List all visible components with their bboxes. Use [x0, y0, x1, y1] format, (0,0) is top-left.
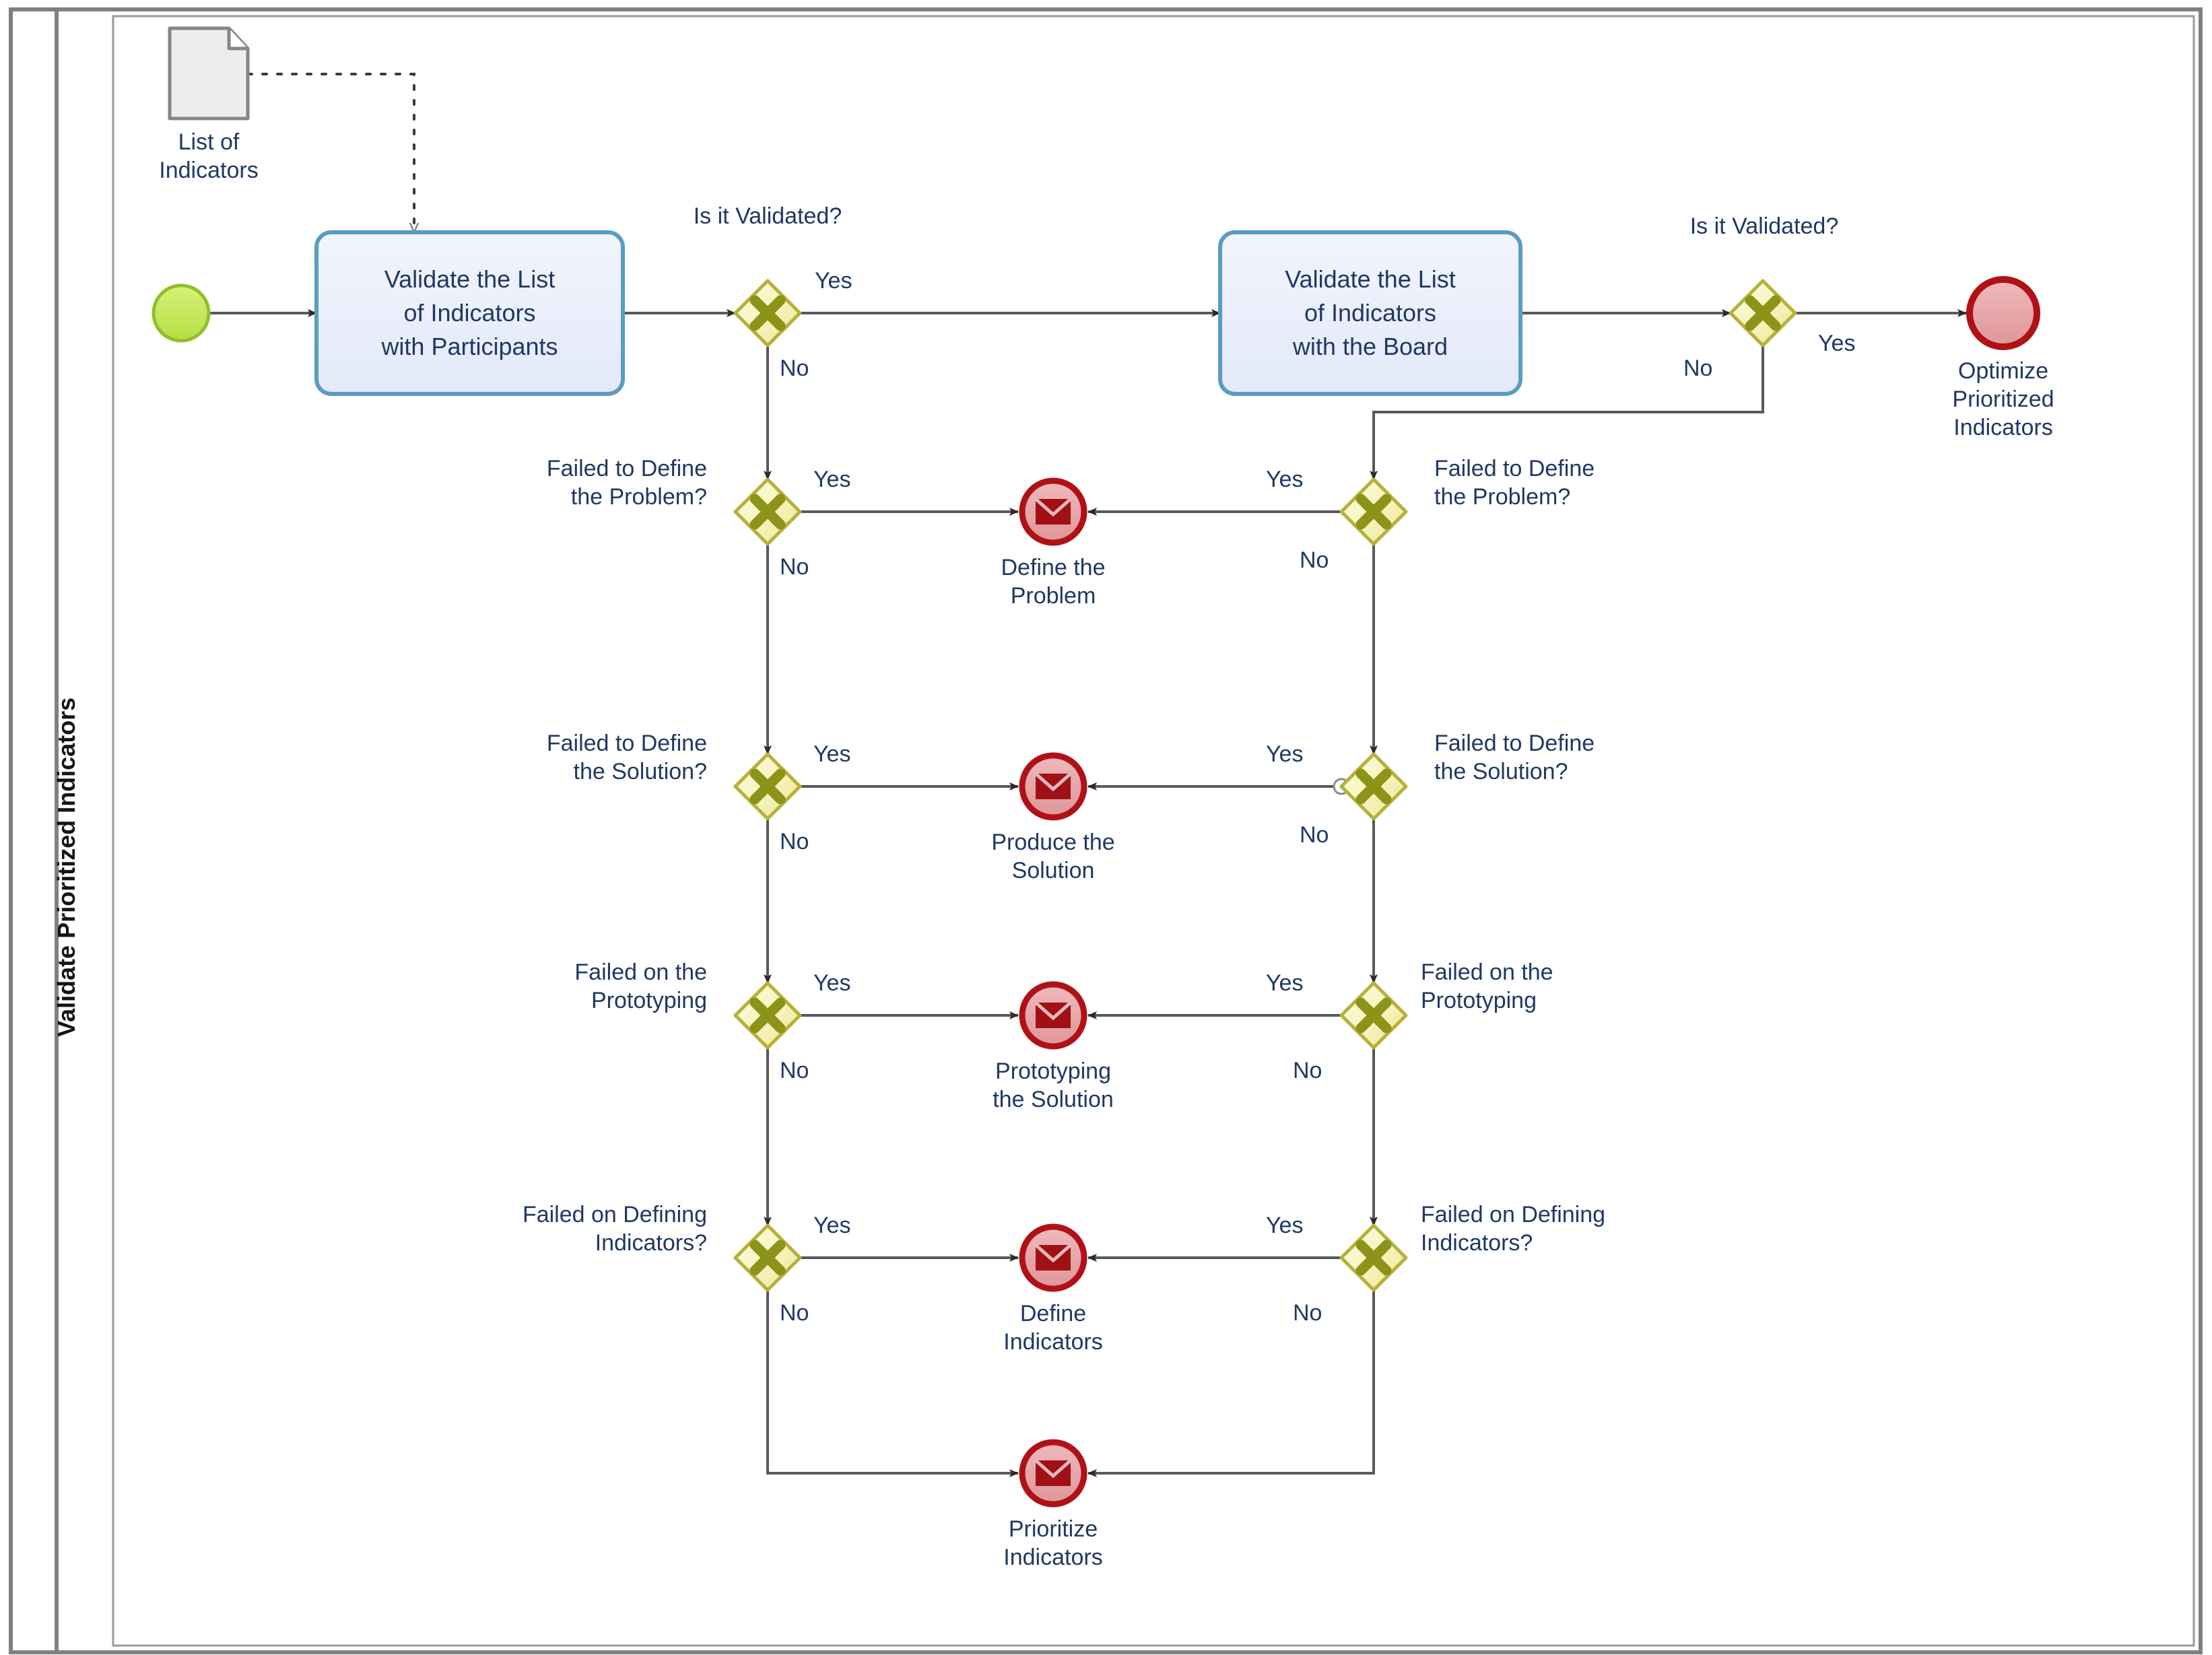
message-event-label-define-indicators: Define Indicators [1003, 1301, 1103, 1355]
end-event-label: Optimize Prioritized Indicators [1952, 358, 2054, 440]
flow-label-no-problem-right: No [1300, 547, 1329, 573]
task-label-validate-participants: Validate the List of Indicators with Par… [381, 265, 558, 360]
start-event-icon[interactable] [152, 283, 211, 343]
data-object-label: List of Indicators [159, 129, 259, 183]
flow-label-yes-prototyping-right: Yes [1266, 970, 1304, 996]
message-event-label-prototyping: Prototyping the Solution [993, 1058, 1114, 1112]
gateway-label-indicators-right: Failed on Defining Indicators? [1421, 1202, 1606, 1256]
task-label-validate-board: Validate the List of Indicators with the… [1285, 265, 1456, 360]
flow-label-no-problem-left: No [780, 554, 809, 580]
flow-label-no-indicators-left: No [780, 1300, 809, 1326]
gateway-label-validated-left: Is it Validated? [693, 203, 842, 229]
end-event-icon[interactable] [1966, 276, 2040, 350]
message-event-prioritize-indicators [1019, 1439, 1087, 1508]
gateway-label-validated-right: Is it Validated? [1689, 213, 1839, 239]
flow-label-yes-indicators-right: Yes [1266, 1213, 1304, 1238]
gateway-label-solution-right: Failed to Define the Solution? [1434, 731, 1595, 784]
flow-label-yes-problem-right: Yes [1266, 467, 1304, 492]
data-object-icon [168, 26, 250, 121]
sequence-flows [209, 73, 1967, 1477]
lane-title: Validate Prioritized Indicators [53, 697, 80, 1037]
message-event-produce-solution [1019, 752, 1087, 821]
gateway-label-prototyping-left: Failed on the Prototyping [574, 959, 707, 1013]
flow-label-no-solution-right: No [1300, 822, 1329, 848]
flow-label-no-prototyping-left: No [780, 1058, 809, 1083]
flow-label-no-prototyping-right: No [1293, 1058, 1322, 1083]
gateway-label-problem-left: Failed to Define the Problem? [546, 456, 707, 510]
message-event-label-produce-solution: Produce the Solution [991, 830, 1115, 883]
flow-label-no-indicators-right: No [1293, 1300, 1322, 1326]
message-event-label-prioritize-indicators: Prioritize Indicators [1003, 1516, 1103, 1570]
gateway-label-solution-left: Failed to Define the Solution? [546, 731, 707, 784]
message-event-shapes[interactable] [1019, 477, 1087, 1508]
gateway-label-indicators-left: Failed on Defining Indicators? [522, 1202, 707, 1256]
pool-frame [9, 7, 2203, 1654]
flow-label-no-solution-left: No [780, 829, 809, 854]
flow-label-yes-prototyping-left: Yes [813, 970, 851, 996]
message-event-define-problem [1019, 477, 1087, 546]
flow-label-no-validated-right: No [1683, 356, 1713, 381]
message-event-label-define-problem: Define the Problem [1001, 555, 1106, 609]
flow-label-yes-validated-right: Yes [1818, 331, 1856, 356]
gateway-x-marks [749, 295, 1781, 1276]
flow-label-yes-indicators-left: Yes [813, 1213, 851, 1238]
task-shape-validate-participants[interactable] [314, 230, 625, 396]
message-event-define-indicators [1019, 1223, 1087, 1292]
flow-label-yes-solution-right: Yes [1266, 741, 1304, 767]
flow-label-yes-solution-left: Yes [813, 741, 851, 767]
message-event-prototyping [1019, 981, 1087, 1050]
flow-label-yes-validated-left: Yes [815, 268, 852, 294]
flow-label-yes-problem-left: Yes [813, 467, 851, 492]
task-shape-validate-board[interactable] [1218, 230, 1522, 396]
flow-label-no-validated-left: No [780, 356, 809, 381]
gateway-label-problem-right: Failed to Define the Problem? [1434, 456, 1595, 510]
gateway-label-prototyping-right: Failed on the Prototyping [1421, 959, 1553, 1013]
